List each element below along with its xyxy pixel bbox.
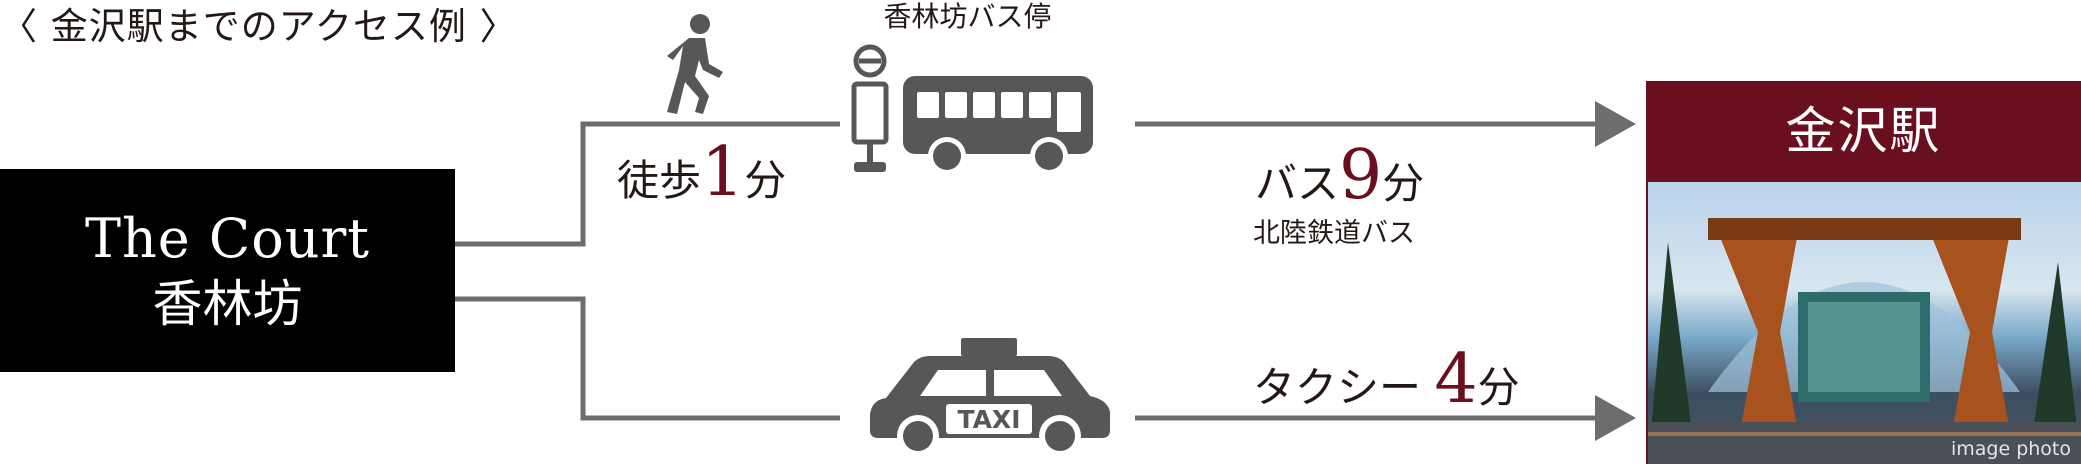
bus-prefix: バス bbox=[1255, 159, 1340, 208]
page-heading: 〈 金沢駅までのアクセス例 〉 bbox=[0, 5, 518, 48]
walk-prefix: 徒歩 bbox=[617, 156, 702, 205]
taxi-sign-text: TAXI bbox=[957, 405, 1020, 434]
bus-icon bbox=[903, 76, 1093, 175]
walking-person-icon bbox=[667, 14, 723, 114]
taxi-unit: 分 bbox=[1477, 363, 1520, 412]
bus-minutes: 9 bbox=[1339, 136, 1383, 215]
bus-duration: バス9分 bbox=[1255, 142, 1425, 212]
bus-stop-sign-icon bbox=[851, 44, 889, 172]
walk-unit: 分 bbox=[744, 156, 787, 205]
destination-card: 金沢駅 image photo bbox=[1646, 81, 2081, 464]
walk-minutes: 1 bbox=[701, 133, 745, 212]
bus-operator: 北陸鉄道バス bbox=[1253, 218, 1415, 249]
walk-duration: 徒歩1分 bbox=[617, 139, 787, 209]
origin-name-jp: 香林坊 bbox=[152, 274, 303, 333]
kanazawa-station-photo: image photo bbox=[1648, 182, 2081, 464]
bus-unit: 分 bbox=[1382, 159, 1425, 208]
taxi-duration: タクシー 4分 bbox=[1253, 346, 1520, 416]
origin-box: The Court 香林坊 bbox=[0, 169, 455, 372]
station-gate-illustration bbox=[1648, 218, 2081, 464]
image-photo-note: image photo bbox=[1950, 438, 2071, 460]
taxi-minutes: 4 bbox=[1434, 340, 1478, 419]
origin-name-en: The Court bbox=[84, 206, 371, 270]
bus-stop-label: 香林坊バス停 bbox=[883, 0, 1052, 33]
taxi-prefix: タクシー bbox=[1253, 363, 1435, 412]
destination-name: 金沢駅 bbox=[1785, 102, 1942, 160]
arrow-right-icon bbox=[1595, 101, 1636, 147]
taxi-icon: TAXI bbox=[870, 338, 1110, 457]
taxi-route-line bbox=[455, 296, 840, 421]
arrow-right-icon bbox=[1595, 395, 1636, 441]
walk-route-line bbox=[455, 121, 840, 247]
